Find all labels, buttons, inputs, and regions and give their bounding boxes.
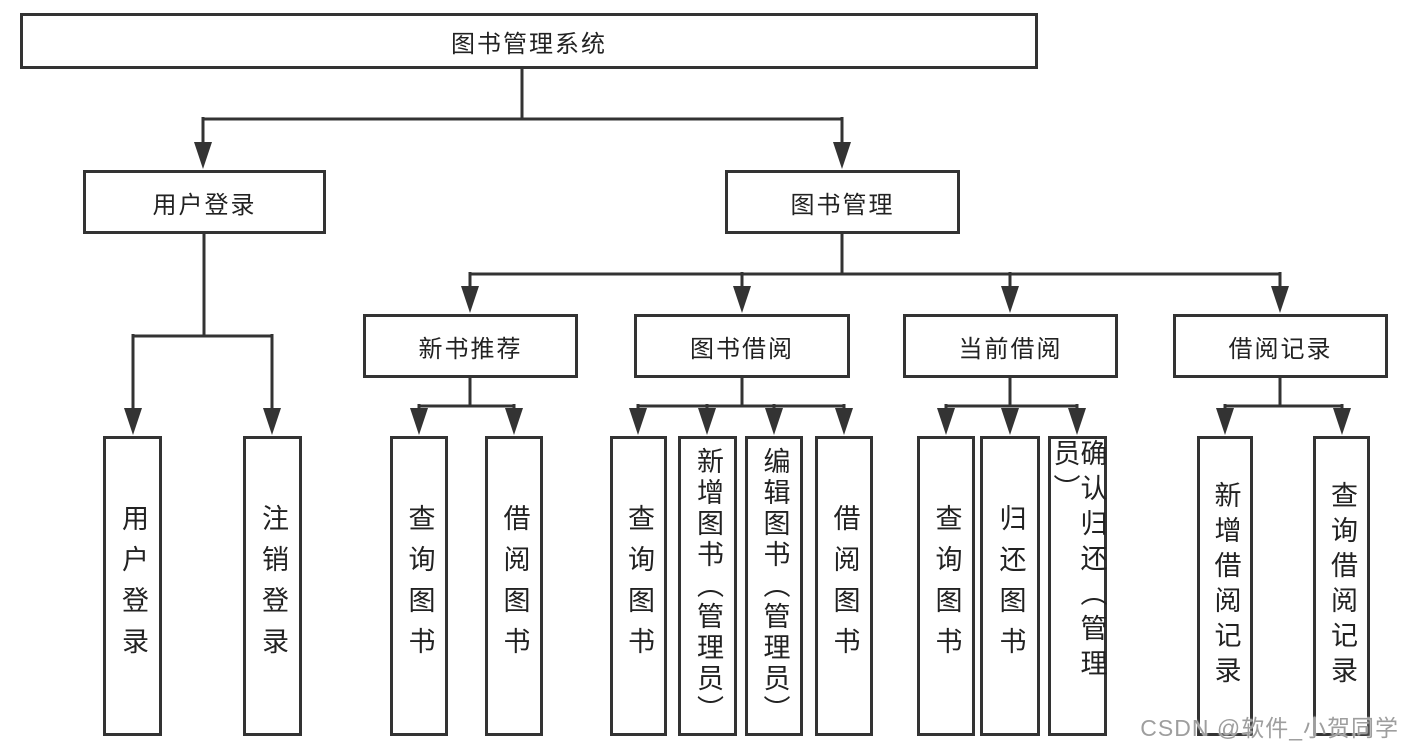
- arrow-down-icon: [410, 408, 428, 435]
- arrow-down-icon: [194, 142, 212, 169]
- leaf-user-login: 用户登录: [103, 436, 162, 736]
- leaf-logout: 注销登录: [243, 436, 302, 736]
- arrowheads: [124, 142, 1351, 435]
- leaf-query-books-current: 查询图书: [917, 436, 975, 736]
- leaf-return-books: 归还图书: [980, 436, 1040, 736]
- arrow-down-icon: [765, 408, 783, 435]
- node-new-book-recommendation: 新书推荐: [363, 314, 578, 378]
- leaf-edit-book-admin: 编辑图书（管理员）: [745, 436, 803, 736]
- arrow-down-icon: [1001, 408, 1019, 435]
- arrow-down-icon: [833, 142, 851, 169]
- arrow-down-icon: [263, 408, 281, 435]
- node-book-borrowing: 图书借阅: [634, 314, 850, 378]
- arrow-down-icon: [629, 408, 647, 435]
- node-user-login: 用户登录: [83, 170, 326, 234]
- arrow-down-icon: [733, 286, 751, 313]
- watermark-text: CSDN @软件_小贺同学: [1140, 715, 1399, 741]
- leaf-query-books-borrowing: 查询图书: [610, 436, 667, 736]
- node-current-borrowing: 当前借阅: [903, 314, 1118, 378]
- arrow-down-icon: [1001, 286, 1019, 313]
- arrow-down-icon: [461, 286, 479, 313]
- leaf-add-book-admin: 新增图书（管理员）: [678, 436, 737, 736]
- node-book-management: 图书管理: [725, 170, 960, 234]
- arrow-down-icon: [124, 408, 142, 435]
- arrow-down-icon: [505, 408, 523, 435]
- leaf-borrow-books-recommend: 借阅图书: [485, 436, 543, 736]
- leaf-borrow-books-borrowing: 借阅图书: [815, 436, 873, 736]
- leaf-query-borrow-record: 查询借阅记录: [1313, 436, 1370, 736]
- leaf-add-borrow-record: 新增借阅记录: [1197, 436, 1253, 736]
- leaf-query-books-recommend: 查询图书: [390, 436, 448, 736]
- arrow-down-icon: [698, 408, 716, 435]
- arrow-down-icon: [1068, 408, 1086, 435]
- leaf-confirm-return-admin: 确认归还（管理员）: [1048, 436, 1107, 736]
- arrow-down-icon: [1333, 408, 1351, 435]
- arrow-down-icon: [1271, 286, 1289, 313]
- node-library-management-system: 图书管理系统: [20, 13, 1038, 69]
- arrow-down-icon: [835, 408, 853, 435]
- node-borrowing-records: 借阅记录: [1173, 314, 1388, 378]
- arrow-down-icon: [1216, 408, 1234, 435]
- arrow-down-icon: [937, 408, 955, 435]
